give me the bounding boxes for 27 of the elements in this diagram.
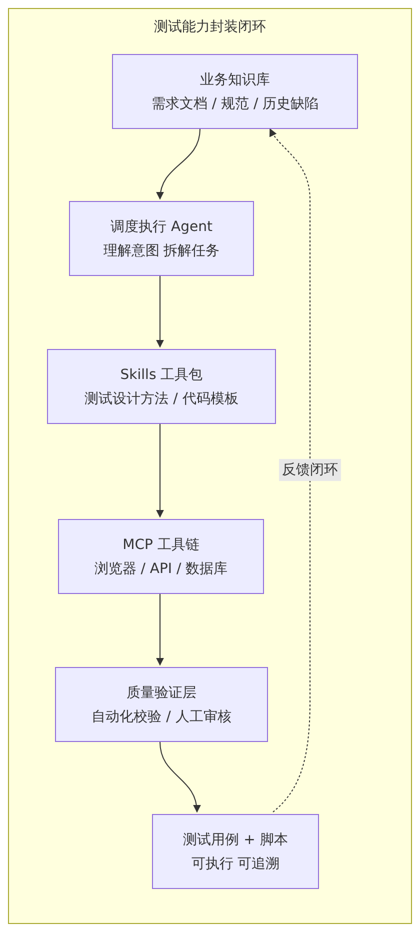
box-text: 测试设计方法 / 代码模板 xyxy=(84,390,238,408)
box-heading: Skills 工具包 xyxy=(120,366,203,384)
box-text: 可执行 可追溯 xyxy=(191,854,280,874)
arrow xyxy=(160,742,200,813)
arrow xyxy=(156,128,200,200)
box-heading: 业务知识库 xyxy=(200,70,270,90)
group-frame xyxy=(8,8,412,924)
process-box xyxy=(47,349,276,424)
box-heading: 调度执行 Agent xyxy=(110,218,212,236)
edge-label: 反馈闭环 xyxy=(279,459,341,481)
box-text: 浏览器 / API / 数据库 xyxy=(94,560,228,578)
group-title: 测试能力封装闭环 xyxy=(154,18,266,37)
box-text: 需求文档 / 规范 / 历史缺陷 xyxy=(151,94,319,114)
process-box xyxy=(69,201,254,276)
box-text: 理解意图 拆解任务 xyxy=(103,242,220,260)
arrow xyxy=(156,594,164,666)
box-text: 自动化校验 / 人工审核 xyxy=(92,708,232,726)
arrow xyxy=(156,424,164,518)
process-box xyxy=(58,519,264,594)
arrow xyxy=(156,276,164,348)
box-heading: 质量验证层 xyxy=(126,684,196,702)
box-heading: MCP 工具链 xyxy=(122,536,200,554)
process-box xyxy=(152,814,319,889)
arrow xyxy=(270,128,310,812)
box-heading: 测试用例 + 脚本 xyxy=(183,830,288,850)
process-box xyxy=(55,667,268,742)
process-box xyxy=(112,54,358,129)
